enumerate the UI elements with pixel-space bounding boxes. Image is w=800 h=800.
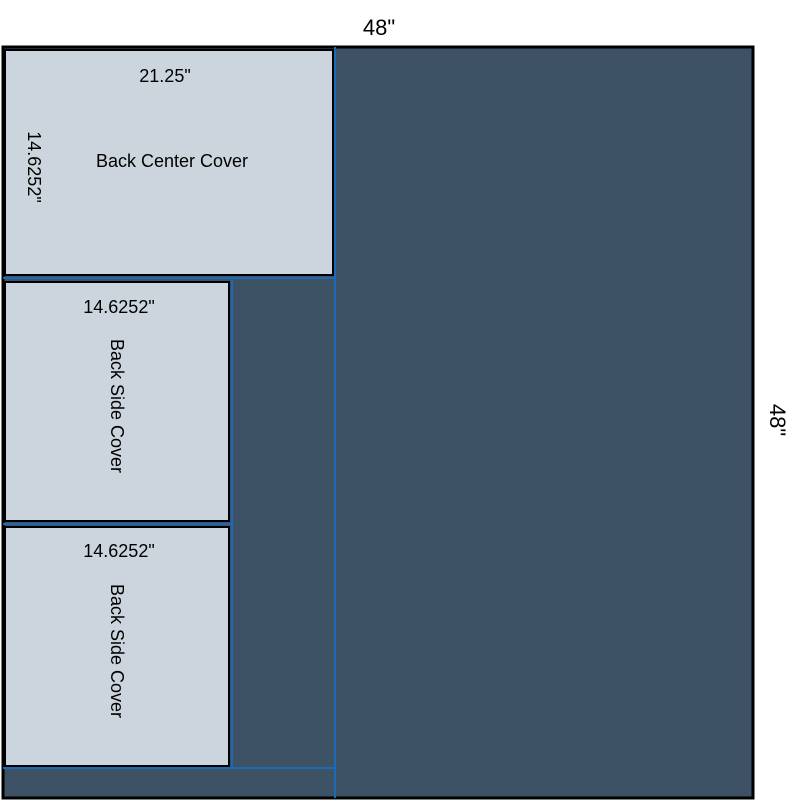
- piece-back-center-cover: 21.25" 14.6252" Back Center Cover: [4, 49, 334, 276]
- piece-back-center-cover-height-label: 14.6252": [24, 131, 44, 202]
- cut-lines: [3, 47, 336, 798]
- piece-back-side-cover-2-width-label: 14.6252": [83, 541, 154, 561]
- piece-back-side-cover-2: 14.6252" Back Side Cover: [4, 526, 230, 767]
- piece-back-center-cover-name: Back Center Cover: [96, 151, 248, 171]
- piece-back-center-cover-width-label: 21.25": [139, 66, 190, 86]
- piece-back-side-cover-1-name: Back Side Cover: [107, 339, 127, 473]
- piece-back-side-cover-1-width-label: 14.6252": [83, 297, 154, 317]
- piece-back-side-cover-1: 14.6252" Back Side Cover: [4, 281, 230, 522]
- piece-back-center-cover-rect: [4, 49, 334, 276]
- sheet-height-label: 48": [765, 404, 790, 436]
- piece-back-side-cover-2-rect: [4, 526, 230, 767]
- sheet-width-label: 48": [363, 15, 395, 40]
- piece-back-side-cover-1-rect: [4, 281, 230, 522]
- piece-back-side-cover-2-name: Back Side Cover: [107, 584, 127, 718]
